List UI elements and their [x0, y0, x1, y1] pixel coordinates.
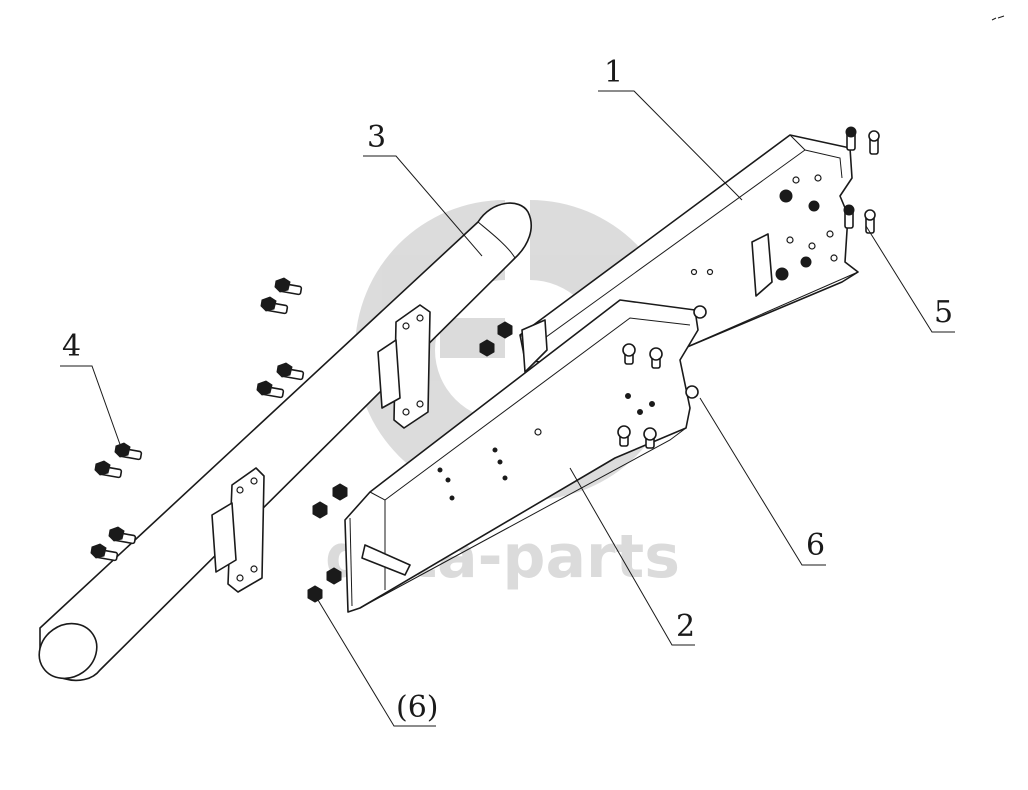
- bolts-part-5: [843, 126, 880, 234]
- callout-4: 4: [60, 329, 123, 451]
- bolt: [843, 204, 855, 229]
- nuts-part-6: [307, 321, 513, 603]
- callout-label: 3: [367, 120, 386, 155]
- stud: [622, 343, 636, 365]
- bolt: [864, 209, 876, 234]
- callout-5: 5: [865, 225, 955, 333]
- tube-end-opening: [38, 622, 98, 680]
- bolt: [256, 380, 285, 399]
- tube-clamp-lower: [211, 467, 265, 593]
- bolt: [114, 442, 143, 461]
- bolt: [274, 277, 303, 296]
- bolts-part-4: [90, 277, 305, 562]
- callout-label: (6): [396, 690, 439, 725]
- tube-clamp-upper: [377, 304, 431, 429]
- callout-6-ref: (6): [317, 599, 439, 727]
- callout-2: 2: [569, 467, 695, 646]
- corner-mark: [991, 15, 1005, 21]
- beam-bracket: [751, 233, 773, 297]
- callout-label: 4: [62, 329, 81, 364]
- stud: [617, 425, 631, 447]
- callout-label: 6: [806, 528, 825, 563]
- callout-label: 1: [604, 55, 623, 90]
- callout-6: 6: [699, 397, 826, 566]
- callout-label: 5: [934, 295, 953, 330]
- stud: [643, 427, 657, 449]
- bolt: [108, 526, 137, 545]
- bolt: [276, 362, 305, 381]
- callout-3: 3: [363, 120, 483, 257]
- stud: [649, 347, 663, 369]
- washer: [693, 305, 707, 319]
- bolt: [90, 543, 119, 562]
- callout-1: 1: [598, 55, 743, 201]
- bolt: [868, 130, 880, 155]
- callout-label: 2: [676, 609, 695, 644]
- bolt: [94, 460, 123, 479]
- washer: [685, 385, 699, 399]
- bolt: [260, 296, 289, 315]
- bracket-part-2: [344, 299, 707, 613]
- bolt: [845, 126, 857, 151]
